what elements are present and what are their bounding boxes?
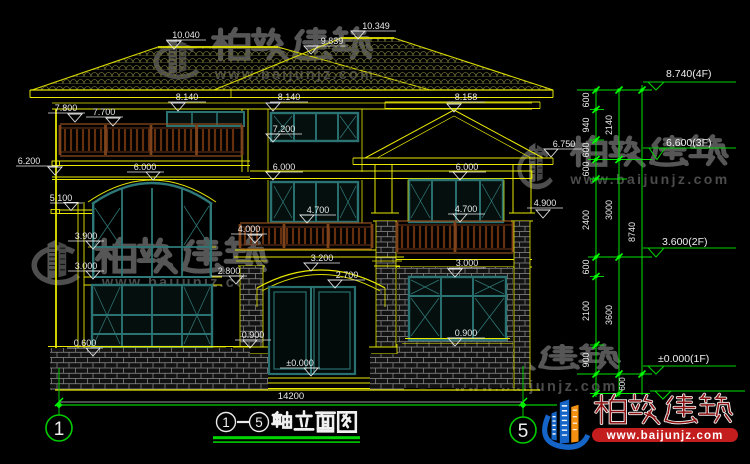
svg-text:3.000: 3.000 <box>456 258 479 268</box>
svg-text:4.000: 4.000 <box>238 224 261 234</box>
svg-text:5.100: 5.100 <box>50 193 73 203</box>
svg-text:3000: 3000 <box>604 200 614 220</box>
svg-text:6.000: 6.000 <box>456 162 479 172</box>
svg-text:2140: 2140 <box>604 115 614 135</box>
svg-text:600: 600 <box>618 377 627 391</box>
svg-text:1: 1 <box>54 419 65 440</box>
svg-text:900: 900 <box>581 352 591 367</box>
svg-text:7.700: 7.700 <box>93 107 116 117</box>
svg-text:600: 600 <box>581 92 591 107</box>
svg-text:3.600(2F): 3.600(2F) <box>662 236 708 248</box>
svg-text:2100: 2100 <box>581 301 591 321</box>
svg-text:600: 600 <box>581 259 591 274</box>
svg-text:6.200: 6.200 <box>18 156 41 166</box>
svg-text:3600: 3600 <box>604 305 614 325</box>
svg-text:7.200: 7.200 <box>273 124 296 134</box>
svg-text:600: 600 <box>581 161 591 176</box>
svg-text:8.140: 8.140 <box>176 92 199 102</box>
svg-text:5: 5 <box>255 415 263 430</box>
svg-text:0.900: 0.900 <box>455 328 478 338</box>
svg-text:www.baijunjz.com: www.baijunjz.com <box>606 430 724 442</box>
svg-text:3.900: 3.900 <box>75 231 98 241</box>
svg-text:±0.000(1F): ±0.000(1F) <box>658 353 709 365</box>
svg-text:14200: 14200 <box>278 391 304 402</box>
svg-text:8.740(4F): 8.740(4F) <box>666 68 712 80</box>
svg-text:6.000: 6.000 <box>273 162 296 172</box>
svg-text:600: 600 <box>581 142 591 157</box>
svg-text:8.140: 8.140 <box>278 92 301 102</box>
svg-text:10.040: 10.040 <box>172 30 200 40</box>
svg-text:8.158: 8.158 <box>455 92 478 102</box>
svg-text:10.349: 10.349 <box>362 21 390 31</box>
svg-text:2400: 2400 <box>581 210 591 230</box>
svg-text:2.800: 2.800 <box>218 266 241 276</box>
svg-text:www.baijunjz.com: www.baijunjz.com <box>569 171 729 187</box>
svg-text:±0.000: ±0.000 <box>286 358 313 368</box>
svg-text:0.900: 0.900 <box>242 330 265 340</box>
svg-text:6.000: 6.000 <box>134 162 157 172</box>
svg-text:0.600: 0.600 <box>74 338 97 348</box>
svg-text:3.200: 3.200 <box>311 253 334 263</box>
svg-text:6.750: 6.750 <box>553 139 576 149</box>
svg-text:6.600(3F): 6.600(3F) <box>666 137 712 149</box>
svg-text:1: 1 <box>222 415 230 430</box>
svg-text:940: 940 <box>581 117 591 132</box>
svg-text:8740: 8740 <box>627 222 637 242</box>
svg-text:5: 5 <box>518 421 529 442</box>
svg-text:4.700: 4.700 <box>307 205 330 215</box>
svg-text:2.700: 2.700 <box>336 270 359 280</box>
svg-text:4.900: 4.900 <box>534 198 557 208</box>
svg-text:7.800: 7.800 <box>55 103 78 113</box>
svg-text:9.839: 9.839 <box>321 36 344 46</box>
svg-text:4.700: 4.700 <box>455 204 478 214</box>
svg-text:3.000: 3.000 <box>75 261 98 271</box>
